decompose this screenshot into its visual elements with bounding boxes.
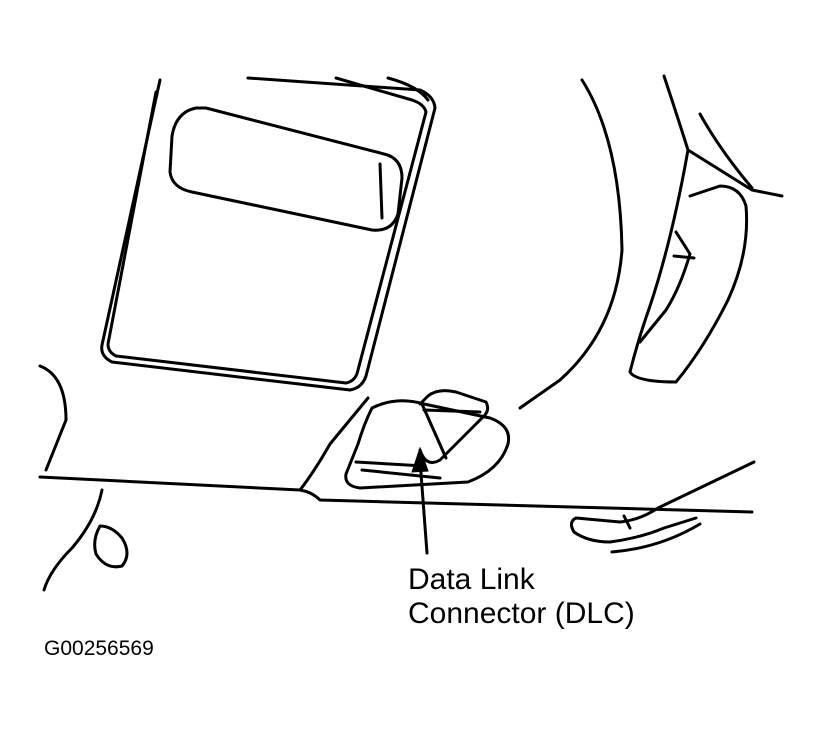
right-lower-contour: [569, 460, 756, 554]
door-handle-recess: [168, 106, 404, 232]
dlc-pointer-arrowhead: [411, 446, 429, 473]
right-pillar: [518, 74, 784, 410]
figure-id: G00256569: [44, 637, 154, 660]
dash-lower-edge: [38, 396, 754, 514]
door-panel-outline: [100, 76, 437, 392]
callout-label-line1: Data Link: [408, 563, 535, 596]
lower-left-trim: [38, 364, 129, 592]
dlc-housing: [344, 389, 511, 490]
callout-label-line2: Connector (DLC): [408, 597, 635, 630]
dlc-pointer-line: [418, 458, 429, 555]
